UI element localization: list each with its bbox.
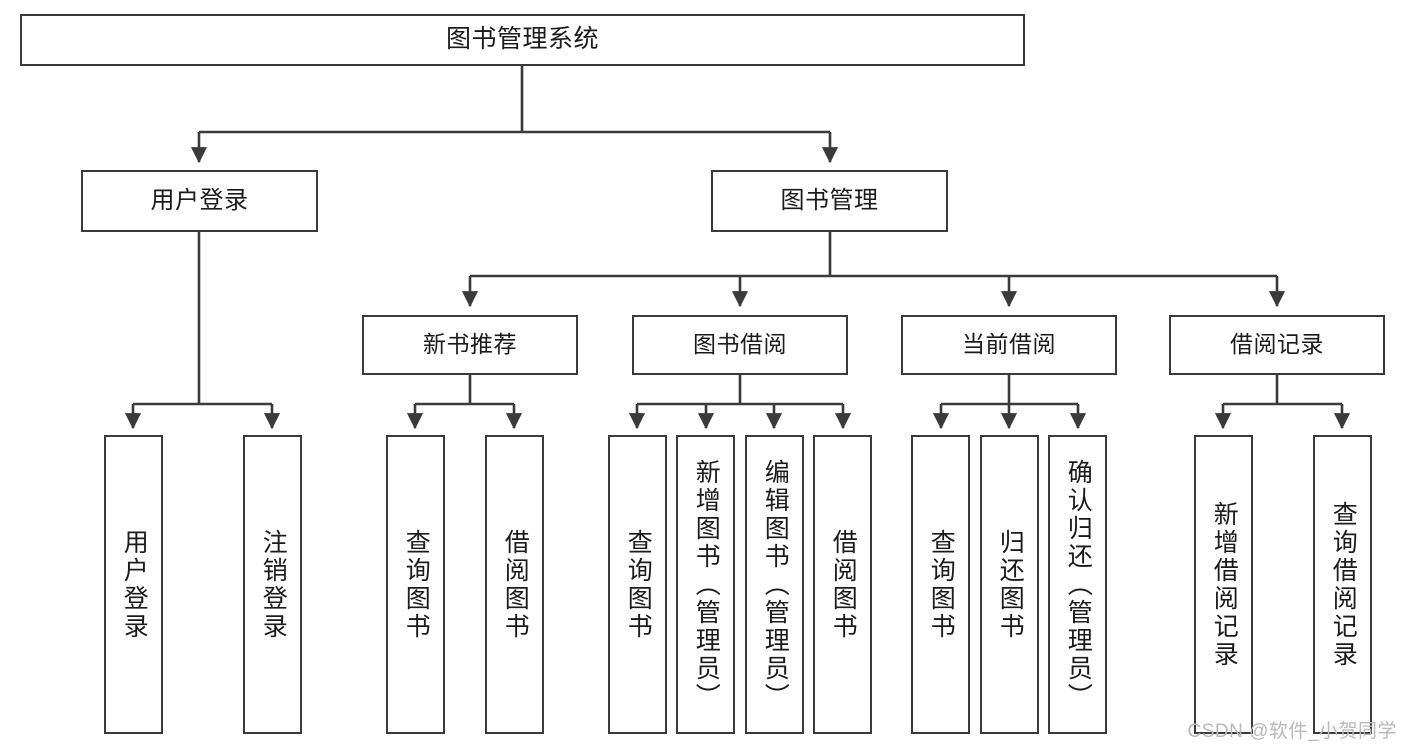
node-user-login[interactable]: 用户登录 [81, 170, 318, 232]
node-leaf-borrow-book-1[interactable]: 借阅图书 [485, 435, 544, 734]
node-label: 图书管理系统 [445, 25, 599, 54]
node-book-borrow[interactable]: 图书借阅 [632, 315, 848, 375]
node-label: 确认归还（管理员） [1064, 458, 1093, 711]
node-leaf-logout[interactable]: 注销登录 [243, 435, 302, 734]
csdn-watermark: CSDN @软件_小贺同学 [1187, 721, 1397, 742]
node-root-system[interactable]: 图书管理系统 [20, 14, 1025, 66]
node-label: 借阅图书 [829, 528, 858, 641]
node-label: 新增借阅记录 [1210, 500, 1239, 669]
node-label: 查询图书 [927, 528, 956, 641]
node-leaf-add-book[interactable]: 新增图书（管理员） [676, 435, 735, 734]
node-label: 借阅图书 [501, 528, 530, 641]
node-leaf-query-book-2[interactable]: 查询图书 [608, 435, 667, 734]
node-leaf-edit-book[interactable]: 编辑图书（管理员） [745, 435, 804, 734]
node-label: 查询借阅记录 [1329, 500, 1358, 669]
node-borrow-record[interactable]: 借阅记录 [1169, 315, 1385, 375]
node-current-borrow[interactable]: 当前借阅 [901, 315, 1117, 375]
node-leaf-borrow-book-2[interactable]: 借阅图书 [813, 435, 872, 734]
node-label: 图书借阅 [693, 331, 787, 358]
node-leaf-user-login[interactable]: 用户登录 [104, 435, 163, 734]
node-label: 当前借阅 [962, 331, 1056, 358]
node-label: 借阅记录 [1230, 331, 1324, 358]
node-label: 用户登录 [120, 528, 149, 641]
node-new-book-rec[interactable]: 新书推荐 [362, 315, 578, 375]
node-label: 归还图书 [996, 528, 1025, 641]
node-label: 图书管理 [780, 186, 879, 214]
node-label: 查询图书 [402, 528, 431, 641]
node-leaf-return-book[interactable]: 归还图书 [980, 435, 1039, 734]
node-leaf-add-record[interactable]: 新增借阅记录 [1194, 435, 1253, 734]
node-label: 查询图书 [624, 528, 653, 641]
node-book-manage[interactable]: 图书管理 [711, 170, 948, 232]
node-label: 新增图书（管理员） [692, 458, 721, 711]
node-label: 编辑图书（管理员） [761, 458, 790, 711]
node-label: 用户登录 [150, 186, 249, 214]
node-label: 注销登录 [259, 528, 288, 641]
node-leaf-query-book-3[interactable]: 查询图书 [911, 435, 970, 734]
node-leaf-confirm-return[interactable]: 确认归还（管理员） [1048, 435, 1107, 734]
node-leaf-query-record[interactable]: 查询借阅记录 [1313, 435, 1372, 734]
node-label: 新书推荐 [423, 331, 517, 358]
node-leaf-query-book-1[interactable]: 查询图书 [386, 435, 445, 734]
